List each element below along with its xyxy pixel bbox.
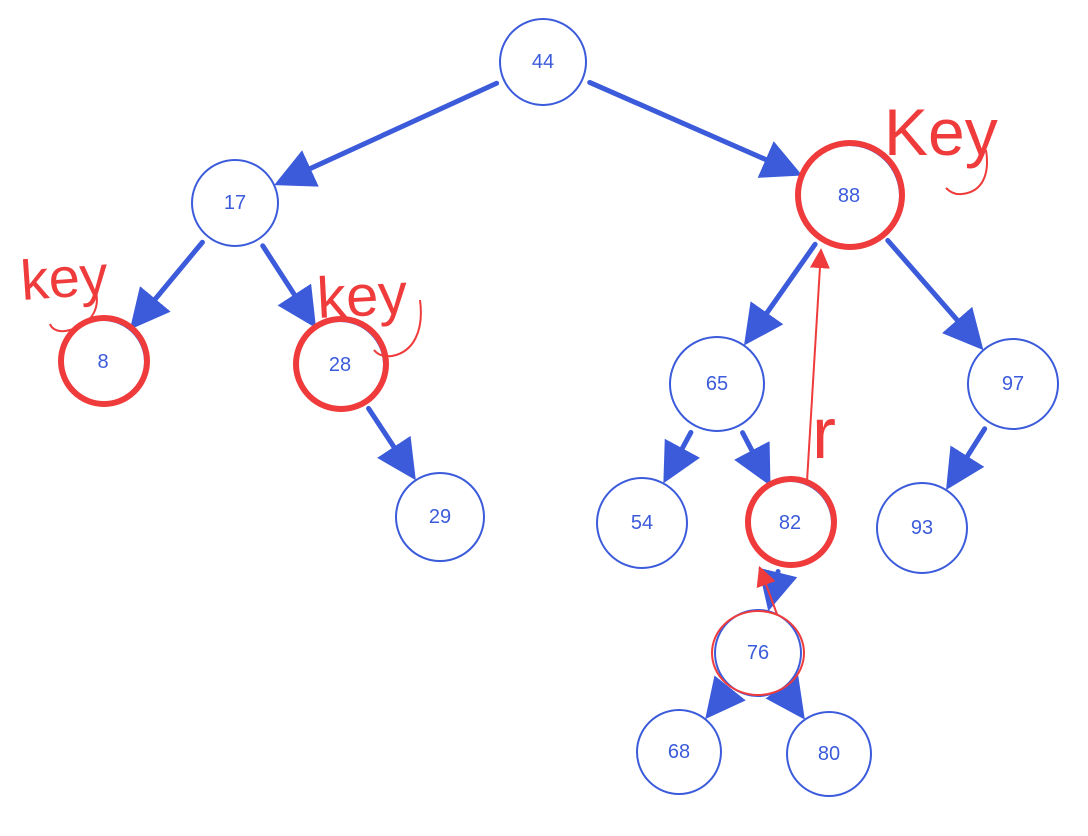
edge-n65-n82 [734, 430, 771, 486]
key-annotation-8: key [18, 243, 109, 312]
edge-n28-n29 [366, 405, 416, 481]
red-arrow-76-82 [756, 565, 779, 616]
tree-node-93: 93 [876, 482, 968, 574]
edge-n82-n76 [758, 567, 798, 612]
red-arrows-layer [756, 248, 830, 616]
key-annotation-28-stroke [373, 299, 422, 358]
tree-node-76: 76 [714, 609, 802, 697]
node-circle [395, 472, 485, 562]
edge-n44-n88 [587, 79, 803, 178]
highlight-layer [58, 140, 905, 696]
node-circle [636, 709, 722, 795]
node-label: 28 [329, 354, 351, 376]
edge-n17-n28 [260, 243, 317, 329]
key-annotation-88: Key [884, 95, 998, 169]
tree-node-68: 68 [636, 709, 722, 795]
node-label: 65 [706, 373, 728, 395]
node-label: 17 [224, 192, 246, 214]
highlight-ring-28 [293, 316, 389, 412]
edge-n88-n65 [744, 241, 818, 346]
node-circle [967, 338, 1059, 430]
key-annotation-88-stroke [945, 149, 988, 196]
key-annotation-28: key [315, 261, 409, 331]
r-annotation-82: r [812, 394, 836, 474]
red-arrow-82-88 [805, 248, 830, 486]
node-circle [499, 18, 587, 106]
edge-n97-n93 [946, 426, 988, 490]
edges-layer [129, 79, 988, 720]
node-label: 8 [97, 351, 108, 373]
node-circle [191, 159, 279, 247]
node-circle [786, 711, 872, 797]
node-label: 88 [838, 185, 860, 207]
highlight-ring-82 [745, 476, 837, 568]
edge-n65-n54 [663, 429, 700, 484]
node-label: 80 [818, 743, 840, 765]
node-label: 97 [1002, 373, 1024, 395]
edge-n44-n17 [274, 80, 500, 187]
node-circle [876, 482, 968, 574]
node-circle [596, 477, 688, 569]
tree-node-17: 17 [191, 159, 279, 247]
node-label: 76 [747, 642, 769, 664]
node-label: 54 [631, 512, 653, 534]
tree-node-54: 54 [596, 477, 688, 569]
edge-n88-n97 [885, 237, 984, 351]
tree-node-29: 29 [395, 472, 485, 562]
node-label: 82 [779, 512, 801, 534]
node-label: 44 [532, 51, 554, 73]
highlight-ring-8 [58, 315, 150, 407]
node-label: 68 [668, 741, 690, 763]
outline-ring-76 [711, 610, 805, 696]
annotations-layer: key key Key r [18, 95, 997, 474]
tree-node-44: 44 [499, 18, 587, 106]
node-label: 29 [429, 506, 451, 528]
key-annotation-8-stroke [49, 291, 98, 333]
edge-n76-n80 [765, 675, 805, 720]
tree-node-65: 65 [669, 336, 765, 432]
highlight-ring-88 [795, 140, 905, 250]
tree-node-97: 97 [967, 338, 1059, 430]
node-label: 93 [911, 517, 933, 539]
node-circle [669, 336, 765, 432]
tree-node-80: 80 [786, 711, 872, 797]
edge-n76-n68 [705, 675, 746, 720]
edge-n17-n8 [129, 239, 205, 330]
